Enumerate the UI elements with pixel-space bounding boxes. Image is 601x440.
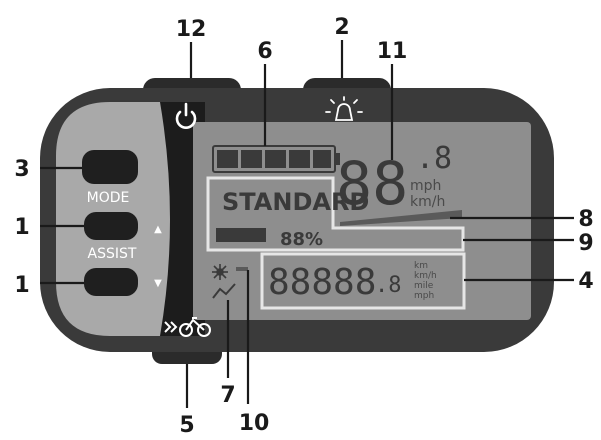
callout-4: 4 bbox=[578, 269, 593, 294]
odo-unit-mile: mile bbox=[414, 281, 434, 291]
assist-level-bar bbox=[340, 210, 462, 226]
callout-10: 10 bbox=[239, 411, 270, 436]
sun-icon bbox=[212, 264, 228, 280]
trend-icon bbox=[212, 283, 236, 299]
assist-label: ASSIST bbox=[88, 246, 137, 262]
callout-7: 7 bbox=[220, 383, 235, 408]
odometer-digits: 88888 bbox=[268, 262, 376, 303]
callout-1-up: 1 bbox=[14, 215, 29, 240]
up-arrow: ▲ bbox=[154, 224, 162, 235]
callout-6: 6 bbox=[257, 39, 272, 64]
callout-8: 8 bbox=[578, 207, 593, 232]
odo-unit-mph: mph bbox=[414, 291, 434, 301]
down-arrow: ▼ bbox=[154, 278, 162, 289]
speed-decimal: .8 bbox=[416, 141, 452, 176]
callout-3: 3 bbox=[14, 157, 29, 182]
callout-11: 11 bbox=[377, 39, 408, 64]
battery-indicator bbox=[212, 145, 340, 173]
assist-down-button[interactable] bbox=[84, 268, 138, 296]
speed-digits: 88 bbox=[336, 149, 408, 219]
speed-unit-mph: mph bbox=[410, 178, 441, 194]
power-icon bbox=[175, 102, 197, 129]
callout-5: 5 bbox=[179, 413, 194, 438]
walk-assist-bike-icon bbox=[164, 317, 211, 337]
mode-box bbox=[206, 176, 465, 252]
mode-text: STANDARD bbox=[222, 188, 369, 216]
assist-up-button[interactable] bbox=[84, 212, 138, 240]
callout-2: 2 bbox=[334, 15, 349, 40]
callout-12: 12 bbox=[176, 17, 207, 42]
leader-lines bbox=[40, 40, 574, 408]
mode-button[interactable] bbox=[82, 150, 138, 184]
battery-percent-bar bbox=[216, 228, 266, 242]
odometer-decimal: .8 bbox=[375, 273, 402, 298]
callout-1-down: 1 bbox=[14, 273, 29, 298]
speed-unit-kmh: km/h bbox=[410, 194, 445, 210]
callout-9: 9 bbox=[578, 231, 593, 256]
odo-unit-km: km bbox=[414, 261, 428, 271]
odo-unit-kmh: km/h bbox=[414, 271, 437, 281]
mode-label: MODE bbox=[87, 190, 130, 206]
battery-percent: 88% bbox=[280, 229, 323, 250]
light-bulb-icon bbox=[325, 96, 363, 121]
